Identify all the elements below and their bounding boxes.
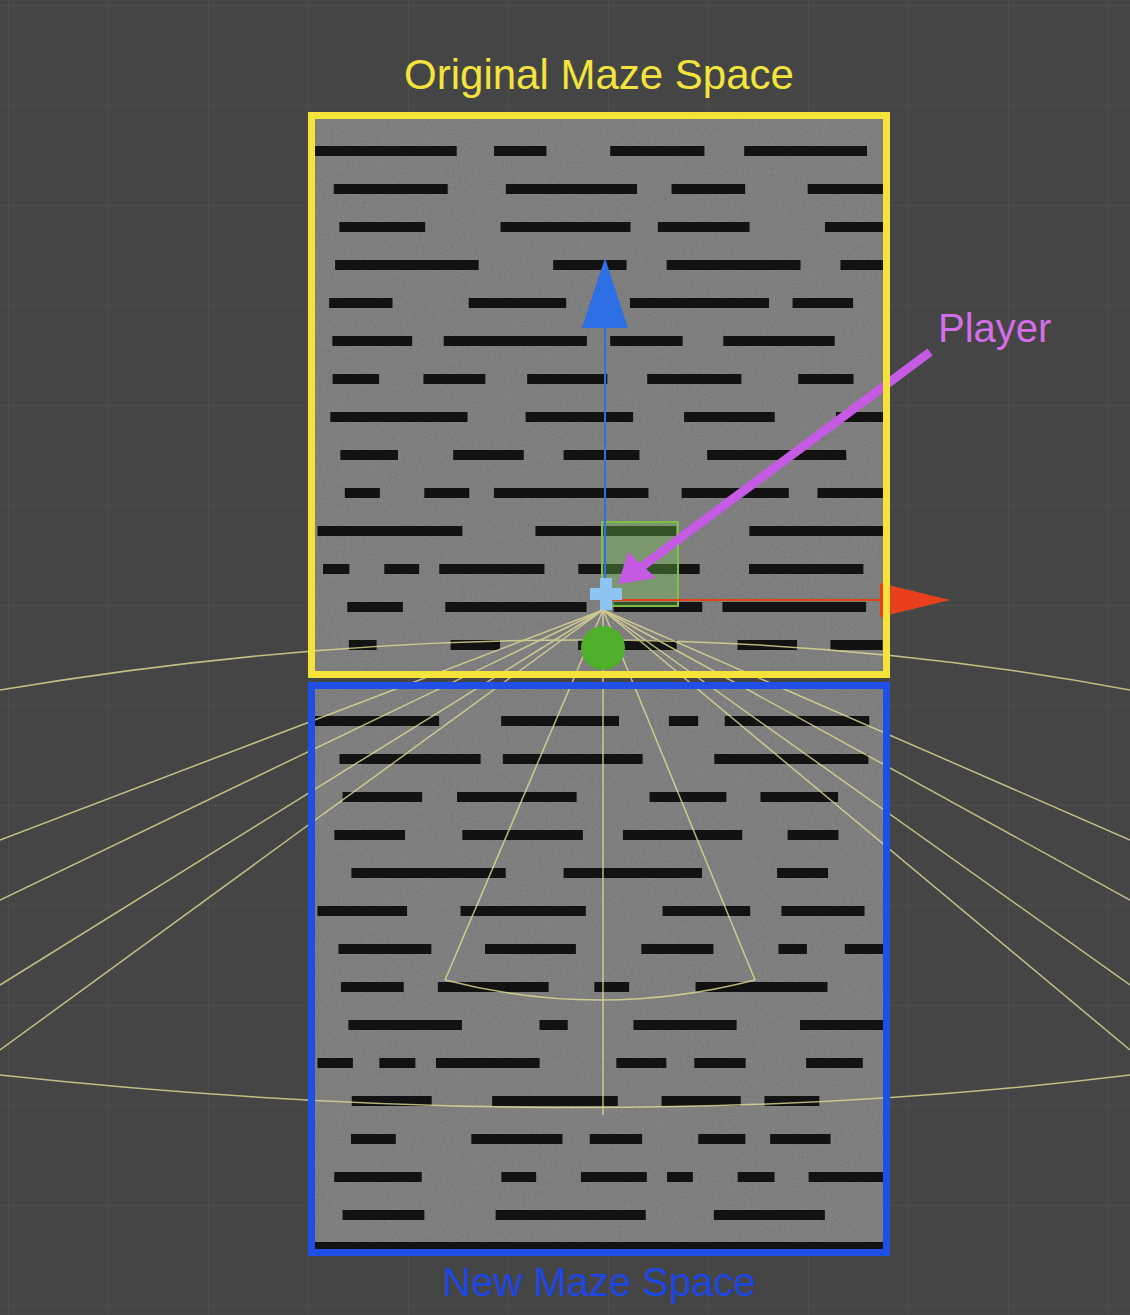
callout-label: Player <box>938 306 1051 351</box>
maze-region: Original Maze Space <box>308 112 890 678</box>
region-heading: Original Maze Space <box>315 52 883 98</box>
region-heading: New Maze Space <box>315 1260 883 1304</box>
maze-walls <box>312 146 886 1252</box>
maze-region: New Maze Space <box>308 682 890 1256</box>
transform-gizmo <box>581 258 950 670</box>
